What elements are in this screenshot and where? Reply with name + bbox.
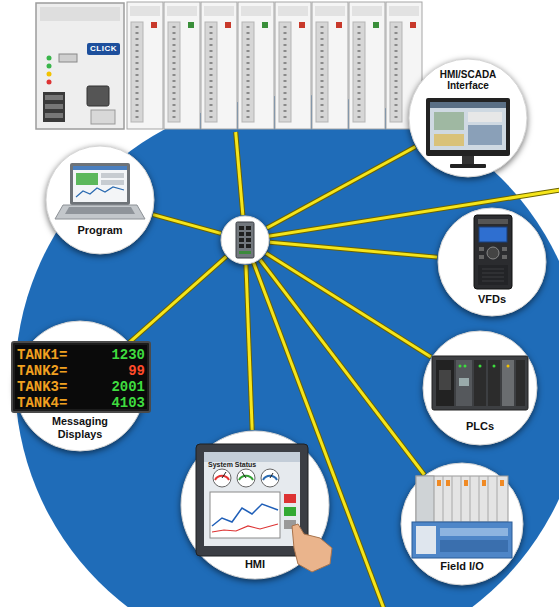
device-label: Program <box>77 224 122 237</box>
node-circle <box>401 463 523 585</box>
tank-name: TANK1= <box>17 347 67 363</box>
cable <box>153 215 221 234</box>
device-circle: HMI/SCADA Interface <box>408 58 528 178</box>
device-circle: VFDs <box>437 207 547 317</box>
label-holder: 99 <box>100 361 145 379</box>
cable-outline <box>236 132 243 215</box>
hmi-panel-illustration <box>180 430 330 580</box>
label-holder: 4103 <box>100 393 145 411</box>
label-holder: CLICK <box>87 37 120 55</box>
device-circle: Field I/O <box>400 462 524 586</box>
tank-name: TANK3= <box>17 379 67 395</box>
laptop-illustration <box>45 145 155 255</box>
cable-outline <box>246 265 252 430</box>
node-circle <box>409 59 527 177</box>
device-label: HMI/SCADA Interface <box>436 69 500 91</box>
tank-value: 4103 <box>111 395 145 411</box>
label-holder: 2001 <box>100 377 145 395</box>
ethernet-cable <box>267 147 415 228</box>
label-holder: HMI/SCADA Interface <box>408 69 528 93</box>
label-holder: Messaging Displays <box>14 415 146 442</box>
label-holder: HMI <box>180 554 330 572</box>
ethernet-cable <box>246 265 252 430</box>
cable <box>129 257 226 343</box>
label-holder: Program <box>45 220 155 238</box>
ethernet-cable <box>153 215 221 234</box>
cable-outline <box>266 253 431 357</box>
cable <box>246 265 252 430</box>
device-circle: PLCs <box>422 330 538 446</box>
device-label: Field I/O <box>440 560 483 573</box>
ethernet-cable <box>266 253 431 357</box>
screen-title: System Status <box>208 461 256 468</box>
label-holder: TANK2= <box>17 361 67 379</box>
label-holder: System Status <box>208 453 256 471</box>
node-circle <box>46 146 154 254</box>
cable-outline <box>153 215 221 234</box>
label-holder: Field I/O <box>400 556 524 574</box>
ethernet-switch-illustration <box>220 215 270 265</box>
device-circle: HMI <box>180 430 330 580</box>
brand-logo: CLICK <box>87 43 120 55</box>
ethernet-cable <box>129 257 226 343</box>
device-label: PLCs <box>466 420 494 433</box>
click-plc-illustration <box>35 0 425 132</box>
ethernet-switch-node <box>220 215 270 265</box>
ethernet-cable <box>236 132 243 215</box>
label-holder: 1230 <box>100 345 145 363</box>
label-holder: TANK1= <box>17 345 67 363</box>
label-holder: TANK3= <box>17 377 67 395</box>
device-label: HMI <box>245 558 265 571</box>
cable <box>266 253 431 357</box>
device-circle: Program <box>45 145 155 255</box>
cable-outline <box>267 147 415 228</box>
device-label: Messaging Displays <box>45 415 115 441</box>
tank-value: 2001 <box>111 379 145 395</box>
device-label: VFDs <box>478 293 506 306</box>
tank-name: TANK4= <box>17 395 67 411</box>
node-circle <box>438 208 546 316</box>
tank-value: 99 <box>128 363 145 379</box>
label-holder: VFDs <box>437 289 547 307</box>
cable <box>267 147 415 228</box>
ethernet-cable <box>270 242 437 257</box>
node-circle <box>423 331 537 445</box>
tank-value: 1230 <box>111 347 145 363</box>
label-holder: TANK4= <box>17 393 67 411</box>
node-circle <box>221 216 269 264</box>
cable <box>236 132 243 215</box>
tank-name: TANK2= <box>17 363 67 379</box>
cable <box>270 242 437 257</box>
label-holder: PLCs <box>422 416 538 434</box>
cable-outline <box>270 242 437 257</box>
cable-outline <box>129 257 226 343</box>
click-plc-unit: CLICK <box>35 0 425 132</box>
